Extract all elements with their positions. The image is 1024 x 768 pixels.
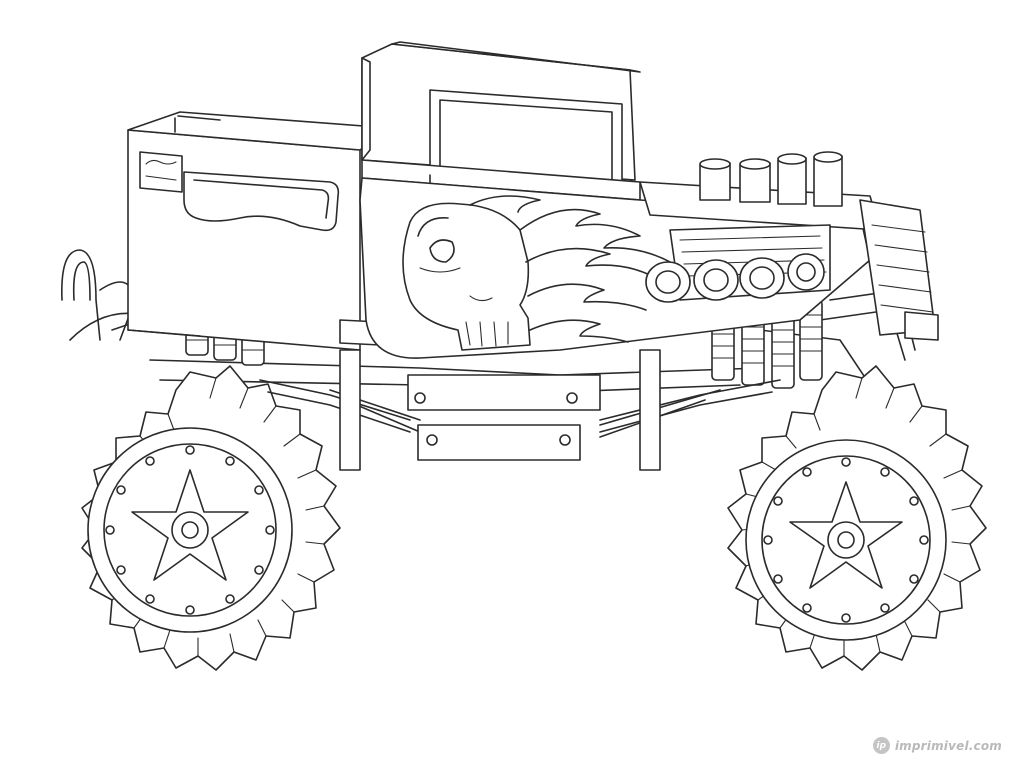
watermark-logo-icon: ip: [872, 737, 890, 754]
engine-block: [639, 151, 939, 341]
front-wheel: [727, 365, 987, 671]
pickup-bed: [127, 111, 391, 351]
cab: [361, 41, 641, 201]
skull-graphic: [402, 202, 531, 351]
watermark-text: imprimivel.com: [894, 738, 1002, 753]
velocity-stacks: [699, 151, 843, 207]
watermark: ip imprimivel.com: [872, 737, 1002, 754]
rear-wheel: [81, 365, 341, 671]
flames-graphic: [469, 195, 671, 343]
exhaust-headers: [645, 224, 831, 303]
flame-side-panel: [359, 177, 871, 359]
front-grille: [859, 199, 939, 341]
suspension-links: [259, 349, 781, 471]
